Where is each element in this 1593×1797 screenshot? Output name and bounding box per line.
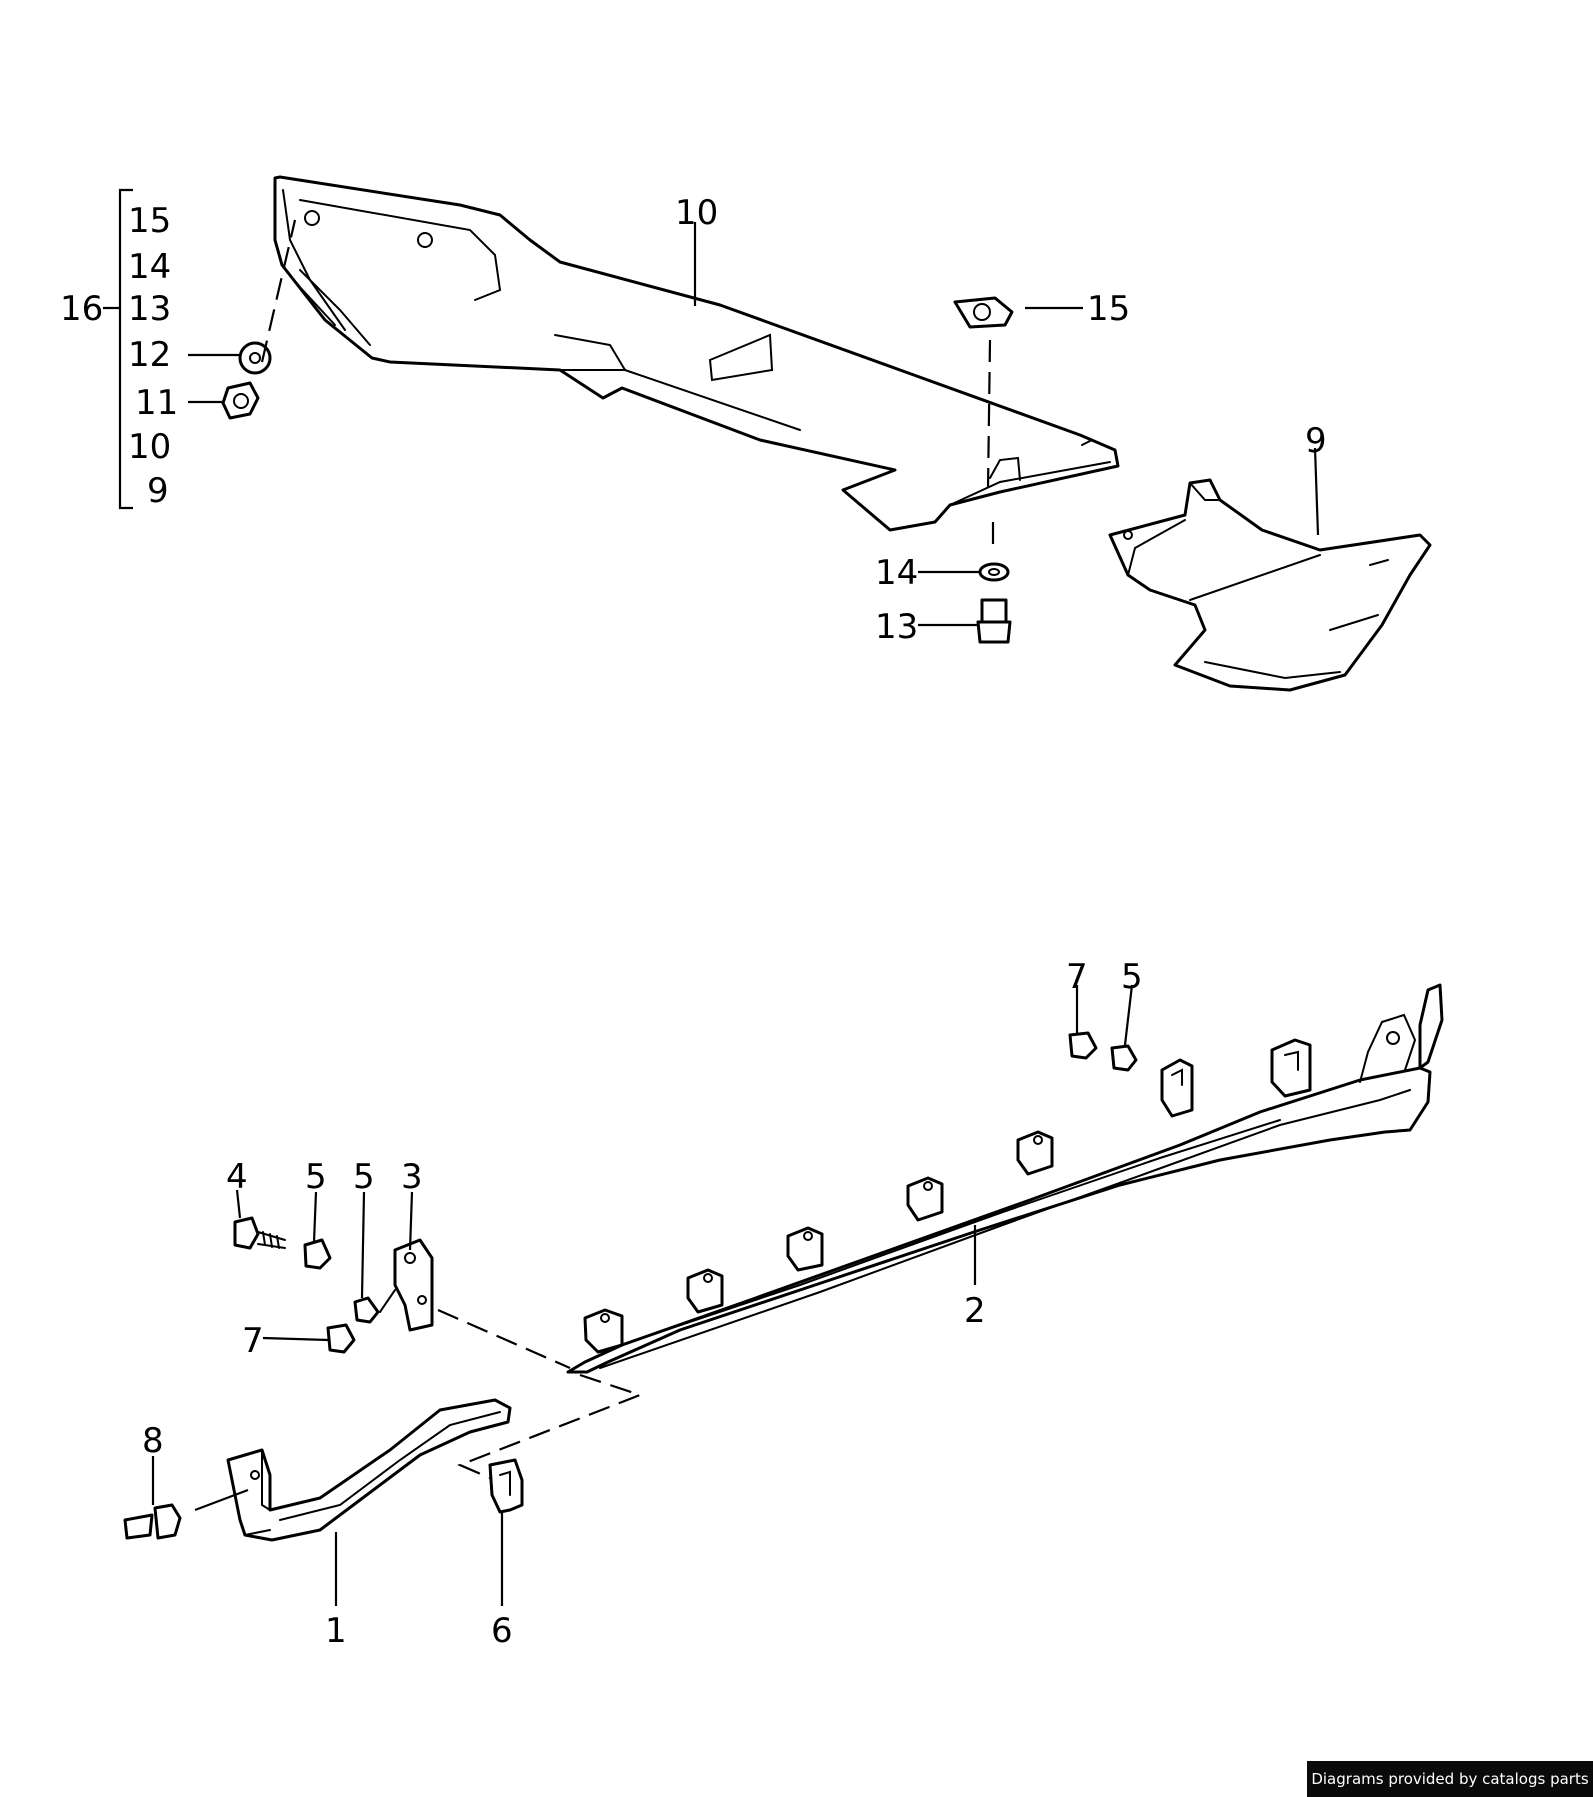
callout-7-upper: 7 bbox=[1066, 957, 1088, 997]
part-4-screw bbox=[233, 1216, 286, 1250]
callout-14-kit: 14 bbox=[128, 247, 171, 287]
callout-3: 3 bbox=[401, 1157, 423, 1197]
callout-11: 11 bbox=[135, 383, 178, 423]
callout-6: 6 bbox=[491, 1611, 513, 1651]
part-5-grommet-lower bbox=[303, 1238, 332, 1270]
part-10-undertray bbox=[273, 175, 1120, 532]
part-6-clip bbox=[488, 1458, 524, 1514]
callout-4: 4 bbox=[226, 1157, 248, 1197]
callout-9-kit: 9 bbox=[147, 471, 169, 511]
callout-5-lower: 5 bbox=[305, 1157, 327, 1197]
part-9-side-panel bbox=[1108, 478, 1432, 692]
part-1-sill-end bbox=[226, 1398, 512, 1542]
assembly-lines bbox=[260, 219, 995, 1480]
callout-15: 15 bbox=[1087, 289, 1130, 329]
part-5-grommet-middle bbox=[353, 1296, 380, 1324]
part-14-washer bbox=[978, 562, 1010, 582]
callout-5-upper: 5 bbox=[1121, 957, 1143, 997]
part-3-bracket bbox=[393, 1238, 434, 1332]
callout-9: 9 bbox=[1305, 421, 1327, 461]
callout-10-kit: 10 bbox=[128, 427, 171, 467]
callout-2: 2 bbox=[964, 1291, 986, 1331]
callout-14: 14 bbox=[875, 553, 918, 593]
part-12-washer bbox=[238, 341, 272, 375]
part-8-push-pin bbox=[123, 1503, 182, 1540]
callout-5-middle: 5 bbox=[353, 1157, 375, 1197]
part-5-grommet-upper bbox=[1110, 1044, 1138, 1072]
callout-15-kit: 15 bbox=[128, 201, 171, 241]
callout-10: 10 bbox=[675, 193, 718, 233]
callout-12: 12 bbox=[128, 335, 171, 375]
callout-labels: 15 14 16 13 12 11 10 9 10 15 9 14 13 7 5… bbox=[60, 193, 1327, 1651]
callout-8: 8 bbox=[142, 1421, 164, 1461]
diagram-credit-banner: Diagrams provided by catalogs parts bbox=[1307, 1761, 1593, 1797]
callout-13-kit: 13 bbox=[128, 289, 171, 329]
callout-7-lower: 7 bbox=[242, 1321, 264, 1361]
callout-1: 1 bbox=[325, 1611, 347, 1651]
callout-13: 13 bbox=[875, 607, 918, 647]
leader-lines bbox=[103, 188, 1320, 1606]
part-13-bolt bbox=[976, 598, 1012, 644]
part-7-nut-upper bbox=[1068, 1031, 1098, 1060]
part-15-clip-nut bbox=[953, 296, 1014, 329]
part-2-side-sill bbox=[566, 983, 1444, 1374]
callout-16: 16 bbox=[60, 289, 103, 329]
part-11-nut bbox=[221, 381, 260, 420]
part-7-nut-lower bbox=[326, 1323, 356, 1354]
